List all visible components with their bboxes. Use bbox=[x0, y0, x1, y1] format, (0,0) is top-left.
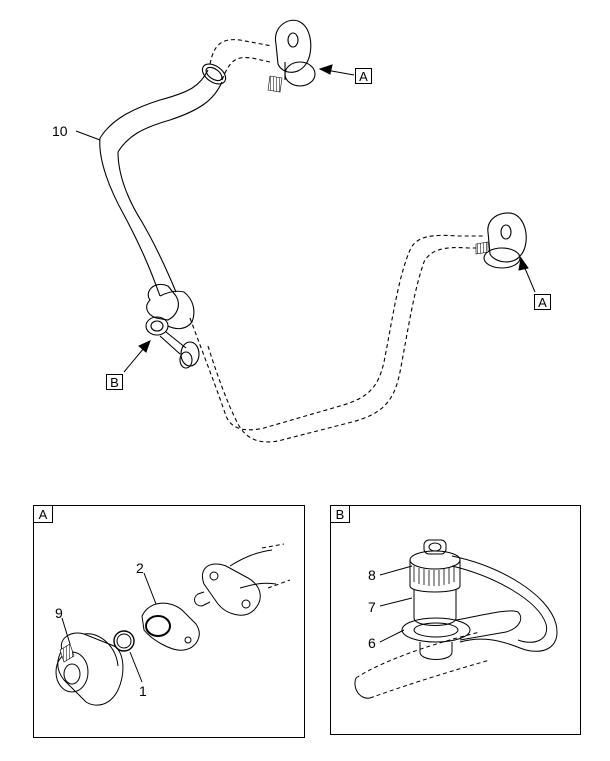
part-label-1: 1 bbox=[139, 683, 147, 699]
detail-a-drawing bbox=[55, 543, 291, 706]
callout-box-a-right: A bbox=[534, 294, 551, 310]
nut-knurling bbox=[413, 566, 455, 586]
part-label-7: 7 bbox=[368, 599, 376, 615]
part-label-6: 6 bbox=[368, 635, 376, 651]
part-label-9: 9 bbox=[55, 605, 63, 621]
detail-b-leaders bbox=[379, 565, 413, 643]
detail-a-leaders bbox=[61, 572, 157, 683]
detail-a-tag: A bbox=[34, 506, 53, 523]
part-label-10: 10 bbox=[52, 123, 68, 139]
part-label-8: 8 bbox=[368, 567, 376, 583]
part-label-2: 2 bbox=[136, 560, 144, 576]
oil-tube-assembly bbox=[99, 19, 527, 443]
detail-panel-b: B bbox=[330, 505, 581, 735]
detail-panel-a: A bbox=[33, 505, 305, 738]
callout-box-b: B bbox=[106, 374, 123, 390]
callout-leaders bbox=[75, 64, 536, 373]
detail-b-tag: B bbox=[331, 506, 350, 523]
detail-b-drawing bbox=[354, 539, 558, 699]
callout-box-a-top: A bbox=[355, 68, 372, 84]
